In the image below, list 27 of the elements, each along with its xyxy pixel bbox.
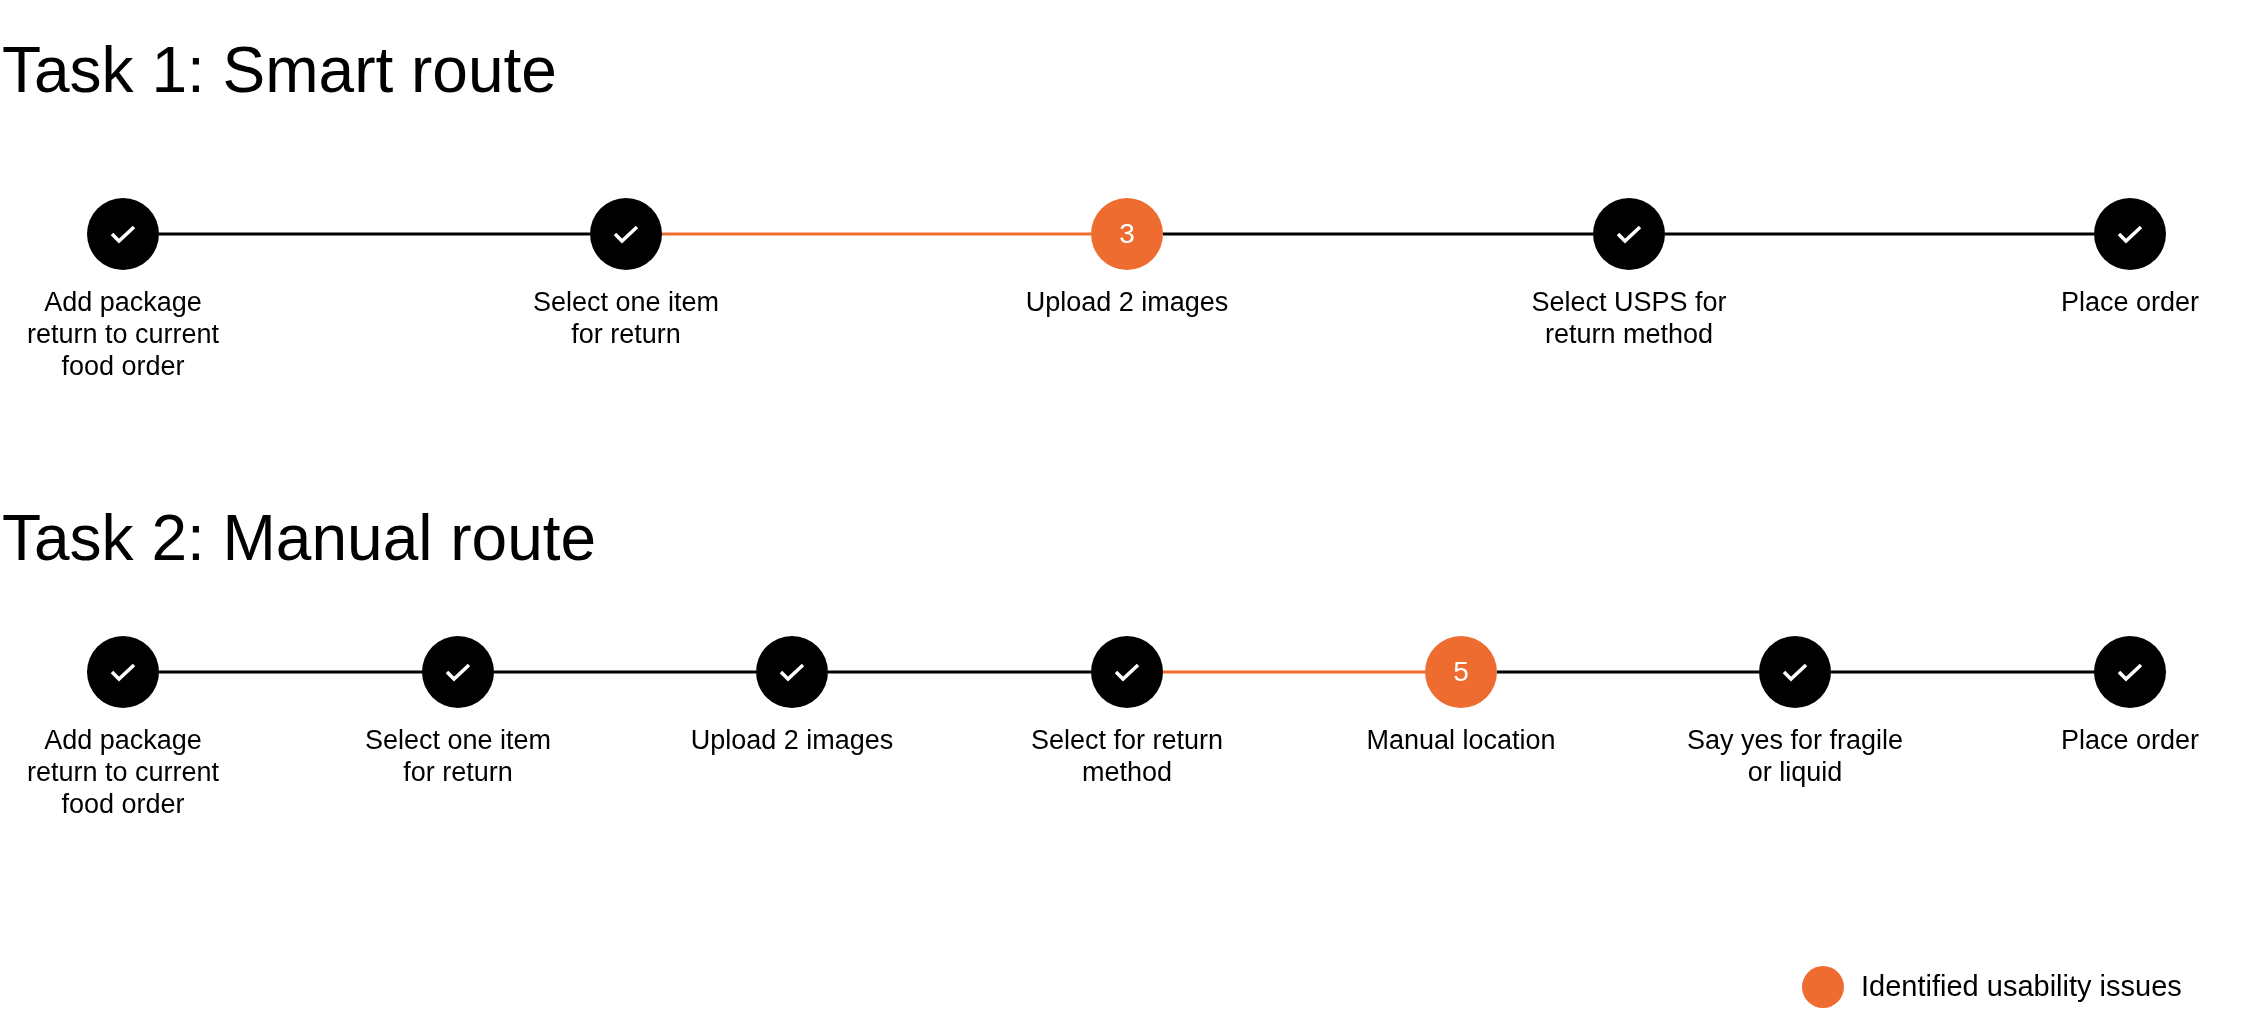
connector-line: [494, 670, 756, 674]
step-label: Select one item for return: [531, 286, 721, 350]
step-label: Place order: [2059, 286, 2201, 318]
connector-line: [1831, 670, 2094, 674]
section-heading: Task 2: Manual route: [2, 506, 597, 570]
step-label: Select one item for return: [363, 724, 553, 788]
connector-line: [1497, 670, 1759, 674]
step-label: Say yes for fragile or liquid: [1685, 724, 1905, 788]
legend-label: Identified usability issues: [1861, 970, 2182, 1003]
connector-line: [1665, 232, 2094, 236]
connector-line: [1163, 232, 1593, 236]
step-label: Place order: [2059, 724, 2201, 756]
section-heading: Task 1: Smart route: [2, 38, 557, 102]
connector-line: [828, 670, 1091, 674]
step-label: Add package return to current food order: [25, 286, 221, 382]
step-label: Add package return to current food order: [25, 724, 221, 820]
issue-step-circle: 3: [1091, 198, 1163, 270]
step-label: Manual location: [1365, 724, 1557, 756]
connector-line: [1163, 670, 1425, 674]
connector-line: [159, 670, 422, 674]
issue-step-circle: 5: [1425, 636, 1497, 708]
step-label: Select USPS for return method: [1530, 286, 1728, 350]
step-label: Select for return method: [1029, 724, 1225, 788]
connector-line: [159, 232, 590, 236]
step-label: Upload 2 images: [689, 724, 895, 756]
step-label: Upload 2 images: [1024, 286, 1230, 318]
connector-line: [662, 232, 1091, 236]
